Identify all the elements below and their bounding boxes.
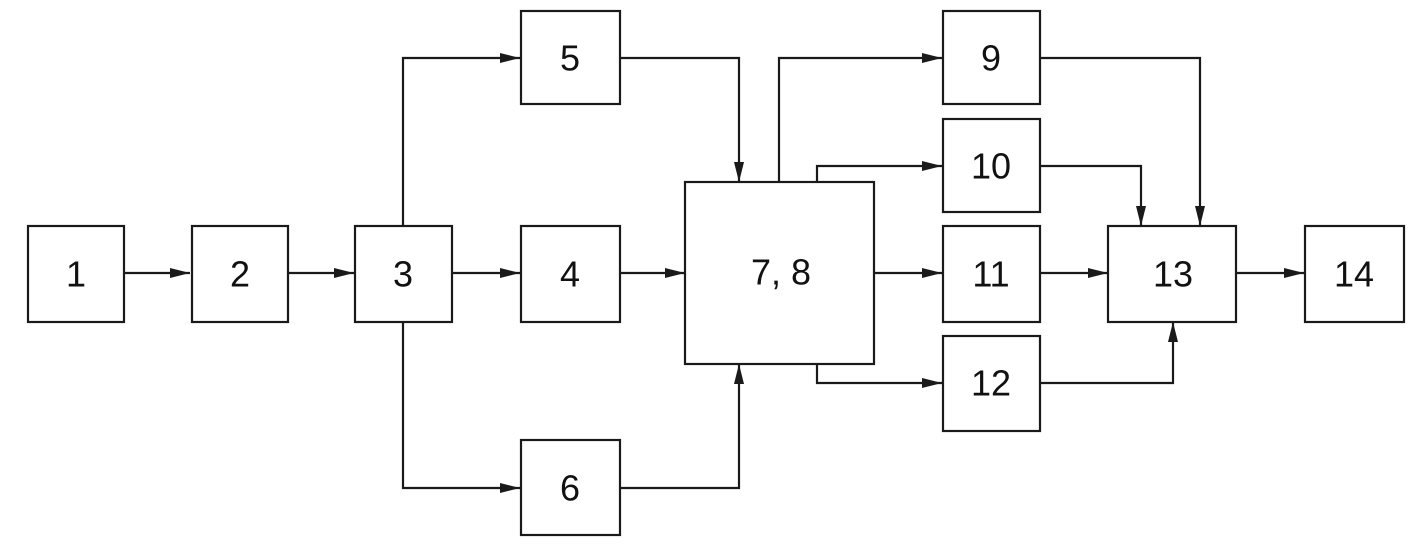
block-9: 9 [941,9,1042,106]
block-12: 12 [941,334,1042,433]
block-13: 13 [1106,224,1238,324]
block-10: 10 [941,117,1042,214]
block-14: 14 [1303,224,1406,324]
block-11: 11 [941,224,1042,324]
block-4: 4 [519,224,622,324]
block-1: 1 [26,224,126,324]
wire-6-to-78 [620,364,744,490]
block-2-label: 2 [230,254,250,295]
block-2: 2 [190,224,290,324]
block-3: 3 [353,224,454,324]
wire-3-to-5 [401,53,520,226]
block-5-label: 5 [560,38,580,79]
block-7-8-label: 7, 8 [751,252,811,293]
wire-9-to-13 [1040,56,1205,226]
block-12-label: 12 [971,363,1011,404]
block-14-label: 14 [1334,254,1374,295]
wire-12-to-13 [1040,322,1178,385]
block-5: 5 [519,9,622,106]
wire-5-to-78 [620,56,744,182]
block-4-label: 4 [560,254,580,295]
block-7-8: 7, 8 [683,180,876,366]
block-3-label: 3 [393,254,413,295]
block-10-label: 10 [971,146,1011,187]
block-6-label: 6 [560,468,580,509]
block-9-label: 9 [981,38,1001,79]
wire-78-to-10 [815,161,942,182]
block-13-label: 13 [1153,254,1193,295]
wire-10-to-13 [1040,164,1146,226]
block-1-label: 1 [66,254,86,295]
connections [124,53,1304,493]
wire-3-to-6 [401,322,520,493]
wire-78-to-12 [815,364,942,388]
block-11-label: 11 [972,254,1009,295]
wire-78-to-9 [777,53,942,182]
block-6: 6 [519,438,622,537]
